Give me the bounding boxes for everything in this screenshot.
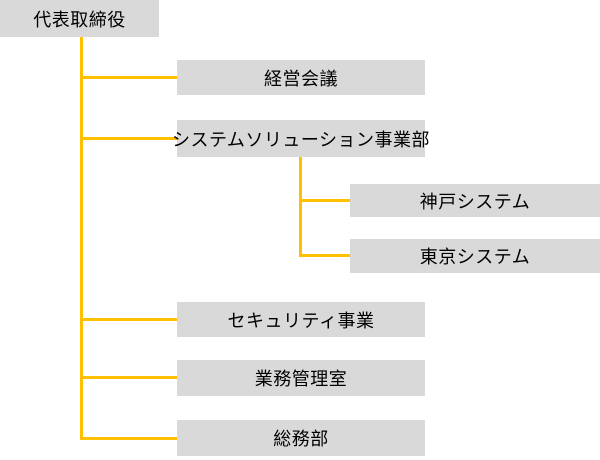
org-node-business-admin-office: 業務管理室 <box>177 360 425 396</box>
connector-branch-general-affairs <box>80 437 177 440</box>
connector-subtrunk-system-solution <box>299 157 302 257</box>
org-node-security-business: セキュリティ事業 <box>177 302 425 337</box>
connector-branch-tokyo-system <box>299 254 350 257</box>
org-node-tokyo-system: 東京システム <box>350 239 600 273</box>
org-node-general-affairs: 総務部 <box>177 420 425 456</box>
org-node-kobe-system: 神戸システム <box>350 184 600 217</box>
connector-branch-kobe-system <box>299 199 350 202</box>
connector-branch-security-business <box>80 318 177 321</box>
connector-branch-system-solution <box>80 137 177 140</box>
org-node-management-meeting: 経営会議 <box>177 60 425 95</box>
org-node-system-solution-division: システムソリューション事業部 <box>172 120 430 157</box>
org-node-representative-director: 代表取締役 <box>0 0 159 37</box>
connector-trunk <box>80 37 83 440</box>
connector-branch-management-meeting <box>80 76 177 79</box>
connector-branch-business-admin <box>80 376 177 379</box>
